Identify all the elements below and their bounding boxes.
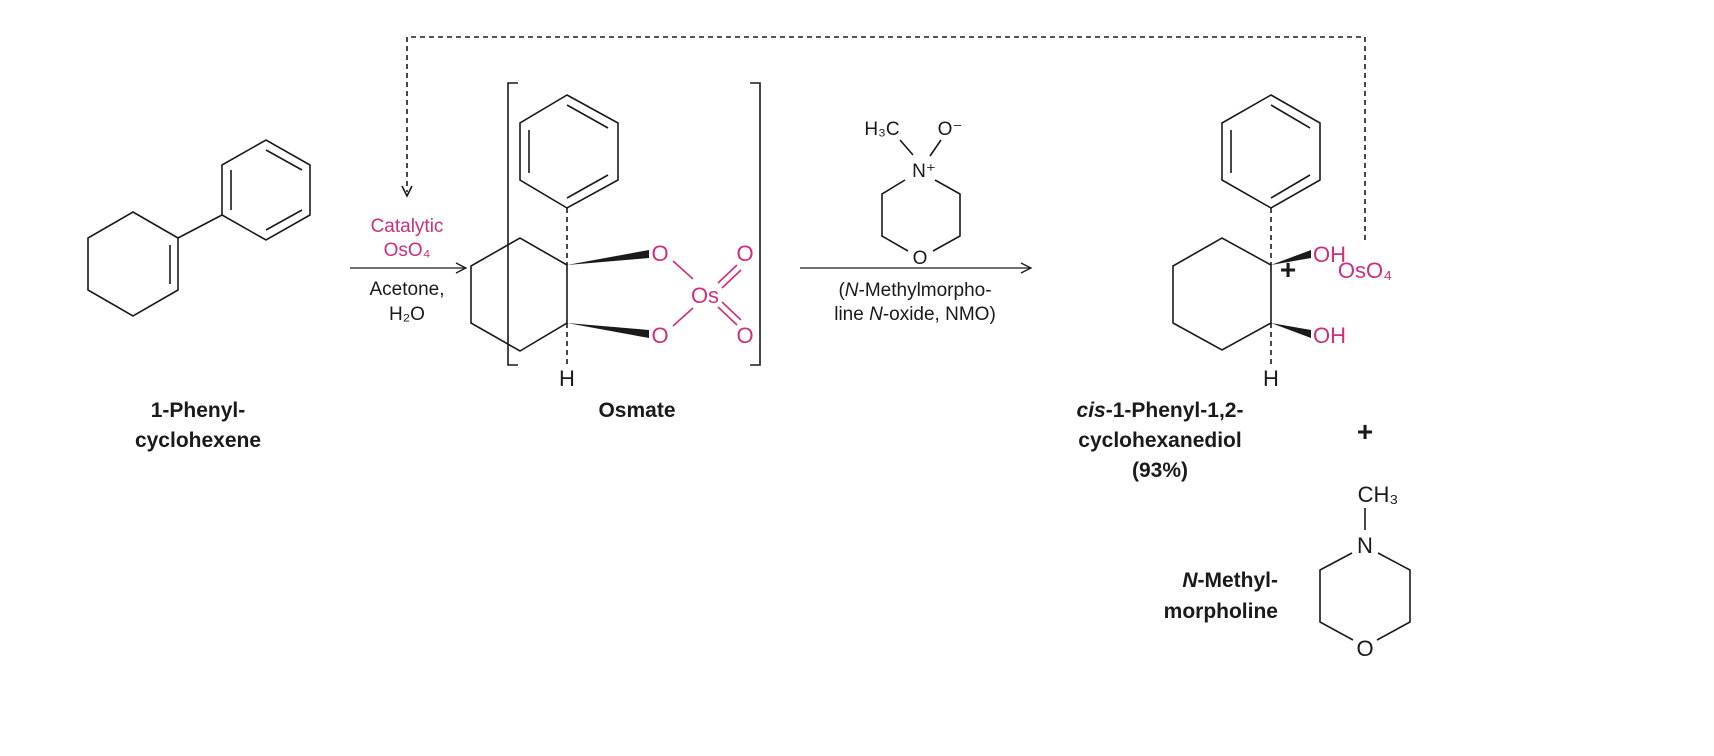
osmium-atom: Os [691, 283, 719, 308]
diol-hydrogen: H [1263, 366, 1279, 391]
plus-sign: + [1280, 254, 1296, 285]
reaction-arrow-2 [800, 262, 1033, 274]
phenylcyclohexene-structure [87, 139, 311, 317]
catalyst-label: Catalytic [371, 216, 444, 237]
nmm-name-line2: morpholine [1164, 600, 1278, 623]
plus-sign-2: + [1357, 416, 1373, 447]
reactant-name-line1: 1-Phenyl- [151, 399, 246, 422]
osmate-oxo-bottom: O [736, 323, 753, 348]
osmate-hydrogen: H [559, 366, 575, 391]
product-yield: (93%) [1132, 459, 1188, 482]
catalyst-recycle-arrow [401, 36, 1366, 240]
osmate-oxygen-top: O [651, 241, 668, 266]
product-name-line2: cyclohexanediol [1078, 429, 1241, 452]
diol-oh-bottom: OH [1313, 323, 1346, 348]
solvent-label: Acetone, [370, 279, 445, 300]
nmo-ring-oxygen: O [913, 248, 928, 269]
osmate-oxo-top: O [736, 241, 753, 266]
reaction-arrow-1 [350, 262, 468, 274]
nmo-structure [881, 139, 961, 252]
osmate-structure [470, 82, 761, 366]
product-name-line1: cis-1-Phenyl-1,2- [1077, 399, 1244, 422]
diol-oh-top: OH [1313, 242, 1346, 267]
osmate-oxygen-bottom: O [651, 323, 668, 348]
catalyst-formula: OsO₄ [384, 240, 431, 261]
nmo-name-line2: line N-oxide, NMO) [834, 304, 996, 325]
regenerated-oso4: OsO₄ [1338, 258, 1392, 283]
nmm-oxygen: O [1356, 636, 1373, 661]
n-methylmorpholine-structure [1319, 508, 1411, 641]
nmm-methyl: CH₃ [1358, 482, 1399, 507]
diol-structure [1172, 94, 1321, 365]
nmo-methyl: H₃C [864, 119, 899, 140]
nmo-oxide: O⁻ [938, 119, 963, 140]
nmm-nitrogen: N [1357, 533, 1373, 558]
nmo-nitrogen: N⁺ [912, 161, 936, 182]
reactant-name-line2: cyclohexene [135, 429, 261, 452]
nmm-name-line1: N-Methyl- [1182, 569, 1278, 592]
nmo-name-line1: (N-Methylmorpho- [838, 280, 991, 301]
solvent-water: H₂O [389, 304, 425, 325]
intermediate-name: Osmate [598, 399, 675, 422]
